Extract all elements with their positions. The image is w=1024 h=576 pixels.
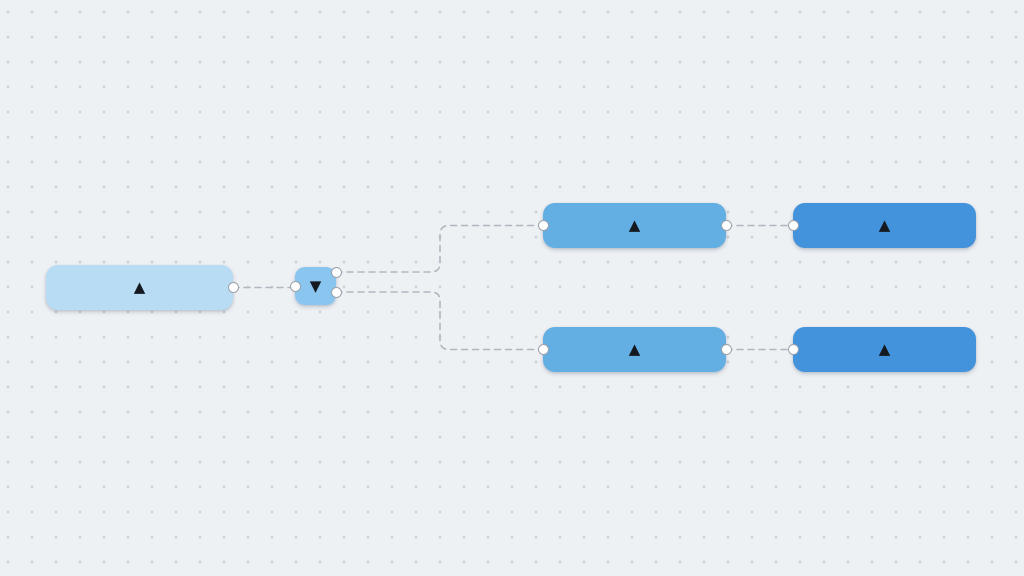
handle-output-bottom-input[interactable] xyxy=(787,344,799,355)
handle-splitter-output-top[interactable] xyxy=(330,266,342,278)
handle-branch-bottom-output[interactable] xyxy=(720,344,732,355)
triangle-down-icon: ▼ xyxy=(309,276,322,295)
edge-splitter-to-branch-bottom[interactable] xyxy=(335,291,544,351)
handle-output-top-input[interactable] xyxy=(787,220,799,231)
node-output-bottom[interactable]: ▲ xyxy=(787,327,976,372)
handle-source-output[interactable] xyxy=(227,282,239,293)
handle-branch-bottom-input[interactable] xyxy=(537,344,549,355)
edge-splitter-to-branch-top[interactable] xyxy=(335,224,544,273)
node-branch-top[interactable]: ▲ xyxy=(537,203,732,248)
node-output-top[interactable]: ▲ xyxy=(787,203,976,248)
node-splitter[interactable]: ▼ xyxy=(289,266,342,305)
triangle-up-icon: ▲ xyxy=(628,216,641,234)
node-source[interactable]: ▲ xyxy=(46,265,239,310)
node-branch-bottom[interactable]: ▲ xyxy=(537,327,732,372)
triangle-up-icon: ▲ xyxy=(628,340,641,358)
handle-splitter-output-bottom[interactable] xyxy=(330,286,342,298)
handle-branch-top-input[interactable] xyxy=(537,220,549,231)
triangle-up-icon: ▲ xyxy=(133,278,146,296)
handle-branch-top-output[interactable] xyxy=(720,220,732,231)
triangle-up-icon: ▲ xyxy=(878,216,891,234)
handle-splitter-input[interactable] xyxy=(289,280,301,292)
triangle-up-icon: ▲ xyxy=(878,340,891,358)
